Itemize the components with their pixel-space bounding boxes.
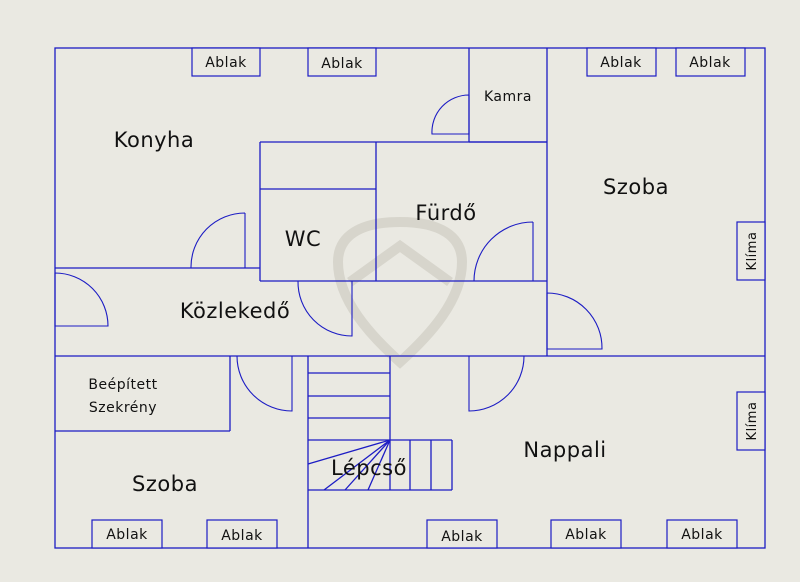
window-bottom-1: Ablak bbox=[91, 519, 163, 549]
svg-text:Klíma: Klíma bbox=[745, 402, 760, 441]
svg-text:Ablak: Ablak bbox=[600, 55, 642, 71]
room-kozlekedo: Közlekedő bbox=[180, 299, 290, 323]
window-bottom-2: Ablak bbox=[206, 519, 278, 549]
window-bottom-3: Ablak bbox=[426, 519, 498, 549]
klima-top: Klíma bbox=[736, 221, 766, 281]
room-lepcso: Lépcső bbox=[331, 456, 407, 480]
window-bottom-5: Ablak bbox=[666, 519, 738, 549]
window-bottom-4: Ablak bbox=[550, 519, 622, 549]
svg-text:Ablak: Ablak bbox=[221, 528, 263, 544]
svg-text:Ablak: Ablak bbox=[441, 529, 483, 545]
window-top-4: Ablak bbox=[675, 47, 746, 77]
klima-bottom: Klíma bbox=[736, 391, 766, 451]
svg-text:Ablak: Ablak bbox=[106, 527, 148, 543]
staircase bbox=[307, 356, 453, 491]
room-kamra: Kamra bbox=[484, 89, 532, 105]
svg-text:Ablak: Ablak bbox=[565, 527, 607, 543]
room-furdo: Fürdő bbox=[415, 201, 476, 225]
room-szoba-top: Szoba bbox=[603, 175, 669, 199]
svg-text:Ablak: Ablak bbox=[689, 55, 731, 71]
window-top-2: Ablak bbox=[307, 47, 377, 77]
window-top-1: Ablak bbox=[191, 47, 261, 77]
doors bbox=[54, 94, 603, 412]
room-beepitett-line2: Szekrény bbox=[89, 400, 157, 416]
svg-text:Klíma: Klíma bbox=[745, 232, 760, 271]
svg-text:Ablak: Ablak bbox=[205, 55, 247, 71]
room-szoba-bottom: Szoba bbox=[132, 472, 198, 496]
room-wc: WC bbox=[285, 227, 321, 251]
watermark-logo bbox=[332, 216, 468, 369]
room-beepitett-line1: Beépített bbox=[88, 377, 157, 393]
svg-text:Ablak: Ablak bbox=[321, 56, 363, 72]
room-konyha: Konyha bbox=[114, 128, 195, 152]
svg-text:Ablak: Ablak bbox=[681, 527, 723, 543]
room-nappali: Nappali bbox=[523, 438, 606, 462]
window-top-3: Ablak bbox=[586, 47, 657, 77]
